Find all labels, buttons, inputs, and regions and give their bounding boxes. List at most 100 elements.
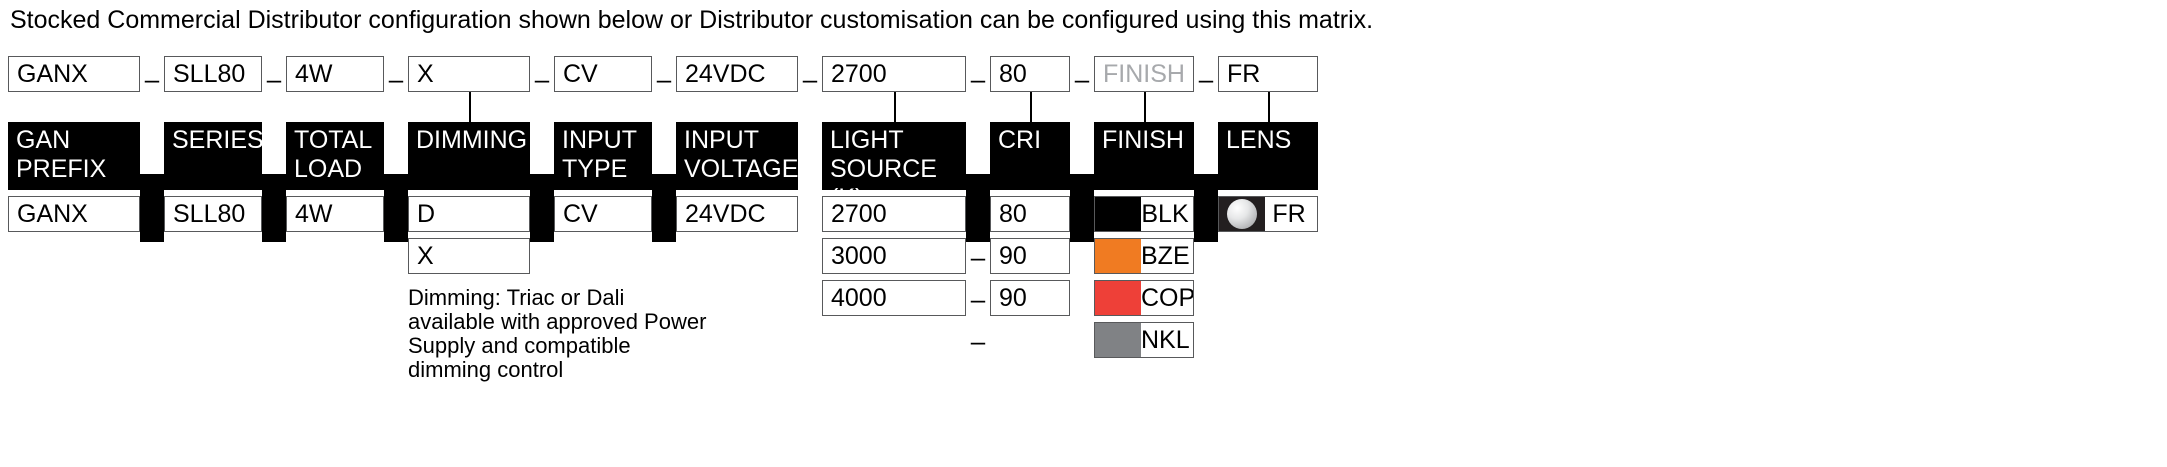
header-cri: CRI [990, 122, 1070, 190]
option-finish-nkl[interactable]: NKL [1094, 322, 1194, 358]
header-line1-series: SERIES [172, 126, 264, 154]
option-lens-fr[interactable]: FR [1218, 196, 1318, 232]
column-total-load: 4W TOTAL LOAD 4W [286, 56, 384, 232]
header-dimming: DIMMING [408, 122, 530, 190]
header-line1-input-voltage: INPUT [684, 126, 759, 154]
connector-line-light-source [894, 92, 896, 122]
option-finish-blk[interactable]: BLK [1094, 196, 1194, 232]
dimming-note: Dimming: Triac or Dali available with ap… [408, 285, 707, 382]
dash-top-7: – [970, 64, 986, 94]
connector-dimming [408, 92, 530, 122]
swatch-chip-nkl [1095, 323, 1141, 357]
connector-line-dimming [469, 92, 471, 122]
connector-cri [990, 92, 1070, 122]
code-box-input-voltage[interactable]: 24VDC [676, 56, 798, 92]
header-lens: LENS [1218, 122, 1318, 190]
dash-top-5: – [656, 64, 672, 94]
swatch-chip-bze [1095, 239, 1141, 273]
column-input-type: CV INPUT TYPE CV [554, 56, 652, 232]
swatch-label-fr: FR [1272, 199, 1306, 228]
connector-line-finish [1144, 92, 1146, 122]
header-input-voltage: INPUT VOLTAGE [676, 122, 798, 190]
option-dimming-0[interactable]: D [408, 196, 530, 232]
header-line1-dimming: DIMMING [416, 126, 528, 154]
option-total-load-0[interactable]: 4W [286, 196, 384, 232]
header-line1-gan-prefix: GAN [16, 126, 71, 154]
option-series-0[interactable]: SLL80 [164, 196, 262, 232]
option-input-type-0[interactable]: CV [554, 196, 652, 232]
header-line2-input-type: TYPE [562, 155, 628, 183]
column-input-voltage: 24VDC INPUT VOLTAGE 24VDC [676, 56, 798, 232]
column-finish: FINISH FINISH BLK BZE COP NKL [1094, 56, 1194, 358]
column-light-source: 2700 LIGHT SOURCE (K) 2700 3000 4000 [822, 56, 966, 316]
dash-header-2: – [262, 174, 286, 242]
option-input-voltage-0[interactable]: 24VDC [676, 196, 798, 232]
dash-top-8: – [1074, 64, 1090, 94]
code-box-cri[interactable]: 80 [990, 56, 1070, 92]
option-cri-1[interactable]: 90 [990, 238, 1070, 274]
column-cri: 80 CRI 80 90 90 [990, 56, 1070, 316]
swatch-label-blk: BLK [1141, 199, 1189, 228]
dash-top-9: – [1198, 64, 1214, 94]
header-line1-finish: FINISH [1102, 126, 1184, 154]
header-finish: FINISH [1094, 122, 1194, 190]
header-line1-lens: LENS [1226, 126, 1292, 154]
dash-top-6: – [802, 64, 818, 94]
column-dimming: X DIMMING D X Dimming: Triac or Dali ava… [408, 56, 706, 382]
swatch-chip-cop [1095, 281, 1141, 315]
column-series: SLL80 SERIES SLL80 [164, 56, 264, 232]
connector-line-cri [1030, 92, 1032, 122]
code-box-gan-prefix[interactable]: GANX [8, 56, 140, 92]
connector-input-voltage [676, 92, 798, 122]
swatch-label-bze: BZE [1141, 241, 1190, 270]
option-cri-0[interactable]: 80 [990, 196, 1070, 232]
connector-line-lens [1268, 92, 1270, 122]
header-total-load: TOTAL LOAD [286, 122, 384, 190]
header-line2-input-voltage: VOLTAGE [684, 155, 799, 183]
dash-top-3: – [388, 64, 404, 94]
connector-gan-prefix [8, 92, 140, 122]
dash-header-4: – [530, 174, 554, 242]
dash-option-7-3: – [970, 326, 986, 356]
lens-ball-shape [1227, 199, 1257, 229]
dash-option-7-1: – [970, 242, 986, 272]
code-box-total-load[interactable]: 4W [286, 56, 384, 92]
dash-header-8: – [1070, 174, 1094, 242]
header-series: SERIES [164, 122, 264, 190]
header-line2-total-load: LOAD [294, 155, 363, 183]
dash-top-1: – [144, 64, 160, 94]
code-box-input-type[interactable]: CV [554, 56, 652, 92]
header-gan-prefix: GAN PREFIX [8, 122, 140, 190]
dash-option-7-2: – [970, 284, 986, 314]
option-light-source-0[interactable]: 2700 [822, 196, 966, 232]
option-light-source-2[interactable]: 4000 [822, 280, 966, 316]
swatch-label-cop: COP [1141, 283, 1194, 312]
option-finish-cop[interactable]: COP [1094, 280, 1194, 316]
connector-finish [1094, 92, 1194, 122]
column-gan-prefix: GANX GAN PREFIX GANX [8, 56, 140, 232]
connector-input-type [554, 92, 652, 122]
option-light-source-1[interactable]: 3000 [822, 238, 966, 274]
option-dimming-1[interactable]: X [408, 238, 530, 274]
header-line1-light-source: LIGHT [830, 126, 904, 154]
code-box-finish[interactable]: FINISH [1094, 56, 1194, 92]
header-line2-gan-prefix: PREFIX [16, 155, 107, 183]
header-light-source: LIGHT SOURCE (K) [822, 122, 966, 212]
connector-light-source [822, 92, 966, 122]
dash-header-3: – [384, 174, 408, 242]
option-cri-2[interactable]: 90 [990, 280, 1070, 316]
swatch-label-nkl: NKL [1141, 325, 1190, 354]
dash-header-7: – [966, 174, 990, 242]
connector-series [164, 92, 262, 122]
option-finish-bze[interactable]: BZE [1094, 238, 1194, 274]
intro-text: Stocked Commercial Distributor configura… [10, 6, 1374, 34]
option-gan-prefix-0[interactable]: GANX [8, 196, 140, 232]
dash-header-9: – [1194, 174, 1218, 242]
code-box-dimming[interactable]: X [408, 56, 530, 92]
code-box-series[interactable]: SLL80 [164, 56, 262, 92]
code-box-lens[interactable]: FR [1218, 56, 1318, 92]
column-lens: FR LENS FR [1218, 56, 1318, 232]
frosted-lens-icon [1219, 197, 1265, 231]
header-line1-total-load: TOTAL [294, 126, 373, 154]
code-box-light-source[interactable]: 2700 [822, 56, 966, 92]
